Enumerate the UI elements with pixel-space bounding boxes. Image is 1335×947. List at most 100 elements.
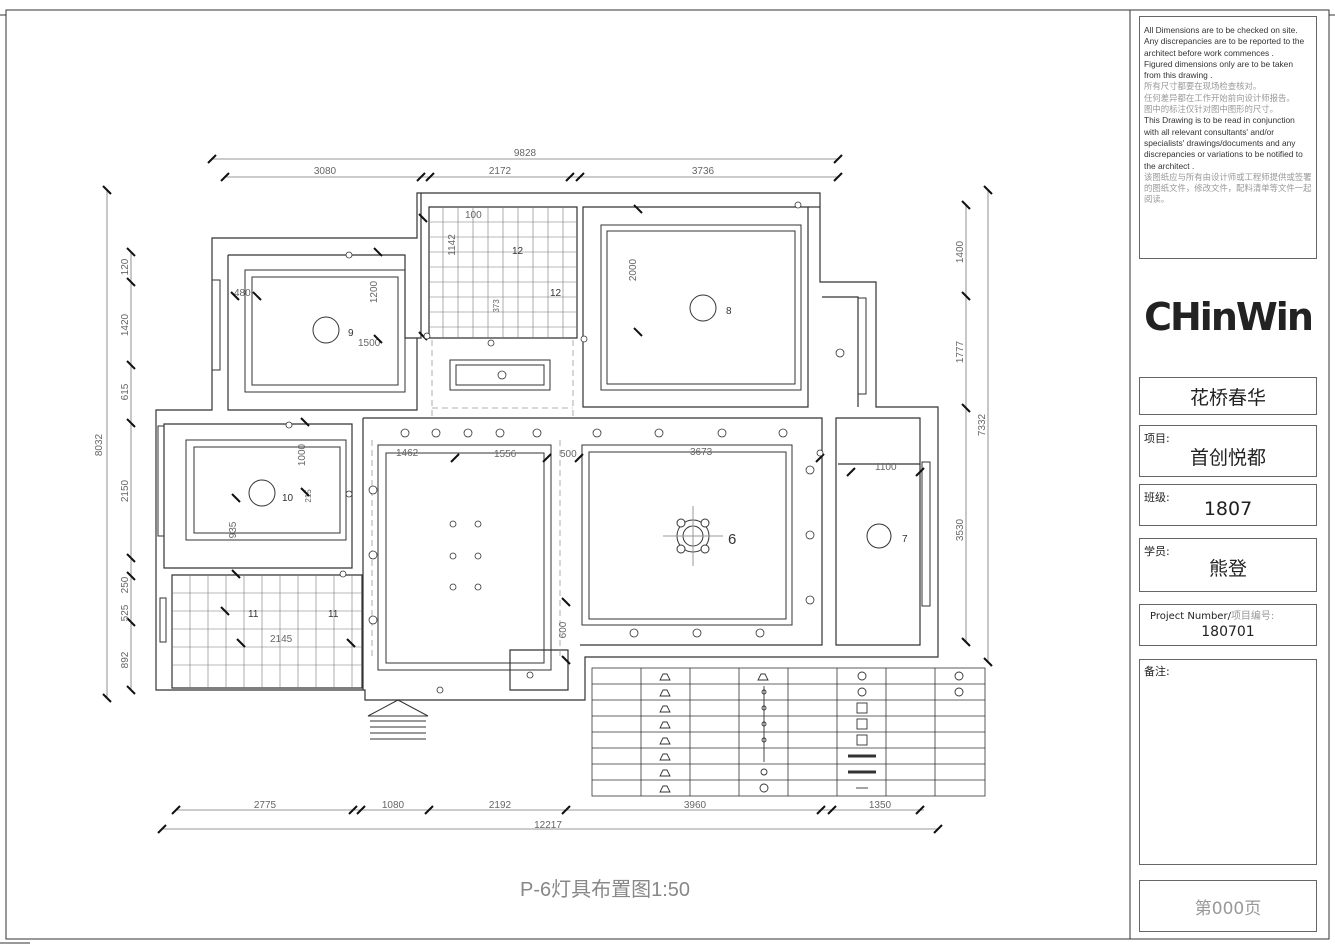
class-label: 班级: — [1144, 491, 1170, 504]
dim-top-2: 2172 — [489, 166, 512, 177]
project-number-field: Project Number/项目编号: 180701 — [1139, 604, 1317, 646]
dim-inner-1000: 1000 — [297, 443, 308, 466]
dim-inner-480: 480 — [234, 288, 251, 299]
top-dimensions — [207, 154, 843, 182]
company-logo: CHinWin — [1144, 295, 1314, 339]
dim-inner-600: 600 — [558, 621, 569, 638]
note-en-3: This Drawing is to be read in conjunctio… — [1144, 115, 1303, 171]
room-label-11a: 11 — [248, 609, 259, 620]
dim-bottom-total: 12217 — [534, 820, 562, 831]
dim-top-total: 9828 — [514, 148, 537, 159]
dim-right-1: 1400 — [955, 240, 966, 263]
room-label-11b: 11 — [328, 609, 339, 620]
dim-left-1: 120 — [120, 258, 131, 275]
note-cn-4: 该图纸应与所有由设计师或工程师提供或签署的图纸文件，修改文件，配料清单等文件一起… — [1144, 171, 1312, 205]
note-en-1: All Dimensions are to be checked on site… — [1144, 25, 1305, 58]
dashed-lines — [371, 340, 574, 660]
ceiling-outlines — [185, 224, 802, 671]
logo-area: CHinWin — [1139, 262, 1317, 372]
project-title: 花桥春华 — [1189, 386, 1266, 409]
dim-inner-1556: 1556 — [494, 449, 517, 460]
dim-bottom-4: 3960 — [684, 800, 707, 811]
note-cn-3: 图中的标注仅针对图中图形的尺寸。 — [1144, 104, 1278, 115]
kitchen-tiles — [429, 207, 577, 338]
page-number: 第000页 — [1194, 898, 1262, 919]
lamp-8 — [689, 294, 717, 322]
note-cn-2: 任何差异都在工作开始前向设计师报告。 — [1144, 92, 1295, 103]
room-label-12a: 12 — [512, 246, 524, 257]
dim-inner-500: 500 — [560, 449, 577, 460]
project-title-box: 花桥春华 — [1139, 377, 1317, 415]
room-label-12b: 12 — [550, 288, 562, 299]
dim-inner-1462: 1462 — [396, 448, 419, 459]
dim-bottom-2: 1080 — [382, 800, 405, 811]
dim-top-1: 3080 — [314, 166, 337, 177]
class-field: 班级: 1807 — [1139, 484, 1317, 526]
dim-bottom-1: 2775 — [254, 800, 277, 811]
dim-inner-2145: 2145 — [270, 634, 293, 645]
dim-inner-1142: 1142 — [447, 234, 458, 256]
note-en-2: Figured dimensions only are to be taken … — [1144, 58, 1293, 81]
dim-left-7: 892 — [120, 651, 131, 668]
dim-inner-1200: 1200 — [369, 280, 380, 303]
remarks-field: 备注: — [1139, 659, 1317, 865]
legend-table — [591, 667, 986, 797]
student-value: 熊登 — [1208, 558, 1247, 580]
dim-inner-1500: 1500 — [358, 338, 381, 349]
student-label: 学员: — [1144, 545, 1170, 558]
entry-arrow — [367, 699, 429, 740]
windows — [157, 279, 931, 643]
dim-left-4: 2150 — [120, 479, 131, 502]
left-dimensions — [102, 185, 136, 703]
lamp-9 — [312, 316, 340, 344]
right-dimensions — [961, 185, 993, 667]
dim-inner-373: 373 — [492, 299, 501, 313]
ceiling-lamps — [248, 294, 892, 566]
project-number-label: Project Number/项目编号: — [1150, 607, 1274, 622]
room-label-7: 7 — [902, 534, 908, 545]
room-label-9: 9 — [348, 328, 354, 339]
class-value: 1807 — [1203, 498, 1253, 520]
dim-bottom-3: 2192 — [489, 800, 512, 811]
room-label-8: 8 — [726, 306, 732, 317]
dim-inner-3673: 3673 — [690, 447, 713, 458]
project-number-label-cn: 项目编号: — [1230, 611, 1275, 622]
student-field: 学员: 熊登 — [1139, 538, 1317, 592]
switches — [285, 201, 824, 694]
dim-inner-100: 100 — [465, 210, 482, 221]
remarks-label: 备注: — [1144, 665, 1170, 678]
dim-left-6: 525 — [120, 604, 131, 621]
note-cn-1: 所有尺寸都要在现场检查核对。 — [1144, 81, 1262, 92]
inner-ticks — [220, 204, 925, 665]
dim-right-2: 1777 — [955, 340, 966, 363]
dim-left-5: 250 — [120, 576, 131, 593]
dim-right-total: 7332 — [977, 413, 988, 436]
lamp-10 — [248, 479, 276, 507]
dim-inner-1100: 1100 — [875, 462, 897, 473]
dim-left-3: 615 — [120, 383, 131, 400]
sheet-border — [5, 9, 1330, 940]
downlights — [368, 348, 845, 638]
dim-top-3: 3736 — [692, 166, 715, 177]
bathroom-tiles — [172, 575, 362, 688]
project-number-value: 180701 — [1201, 624, 1255, 640]
dim-left-total: 8032 — [94, 433, 105, 456]
room-label-10: 10 — [282, 493, 294, 504]
page-number-box: 第000页 — [1139, 880, 1317, 932]
legend-symbols — [659, 671, 964, 793]
room-label-6: 6 — [728, 531, 736, 548]
lamp-7 — [866, 523, 892, 549]
dim-inner-935: 935 — [228, 521, 239, 538]
dim-right-3: 3530 — [955, 518, 966, 541]
dim-inner-2000: 2000 — [628, 258, 639, 281]
bottom-dimensions — [157, 805, 943, 834]
project-label: 项目: — [1144, 432, 1170, 445]
general-notes: All Dimensions are to be checked on site… — [1139, 16, 1317, 259]
dim-left-2: 1420 — [120, 313, 131, 336]
project-value: 首创悦都 — [1189, 447, 1266, 469]
dim-bottom-5: 1350 — [869, 800, 892, 811]
drawing-title: P-6灯具布置图1:50 — [520, 879, 691, 901]
project-number-label-en: Project Number/ — [1150, 611, 1231, 622]
project-field: 项目: 首创悦都 — [1139, 425, 1317, 477]
